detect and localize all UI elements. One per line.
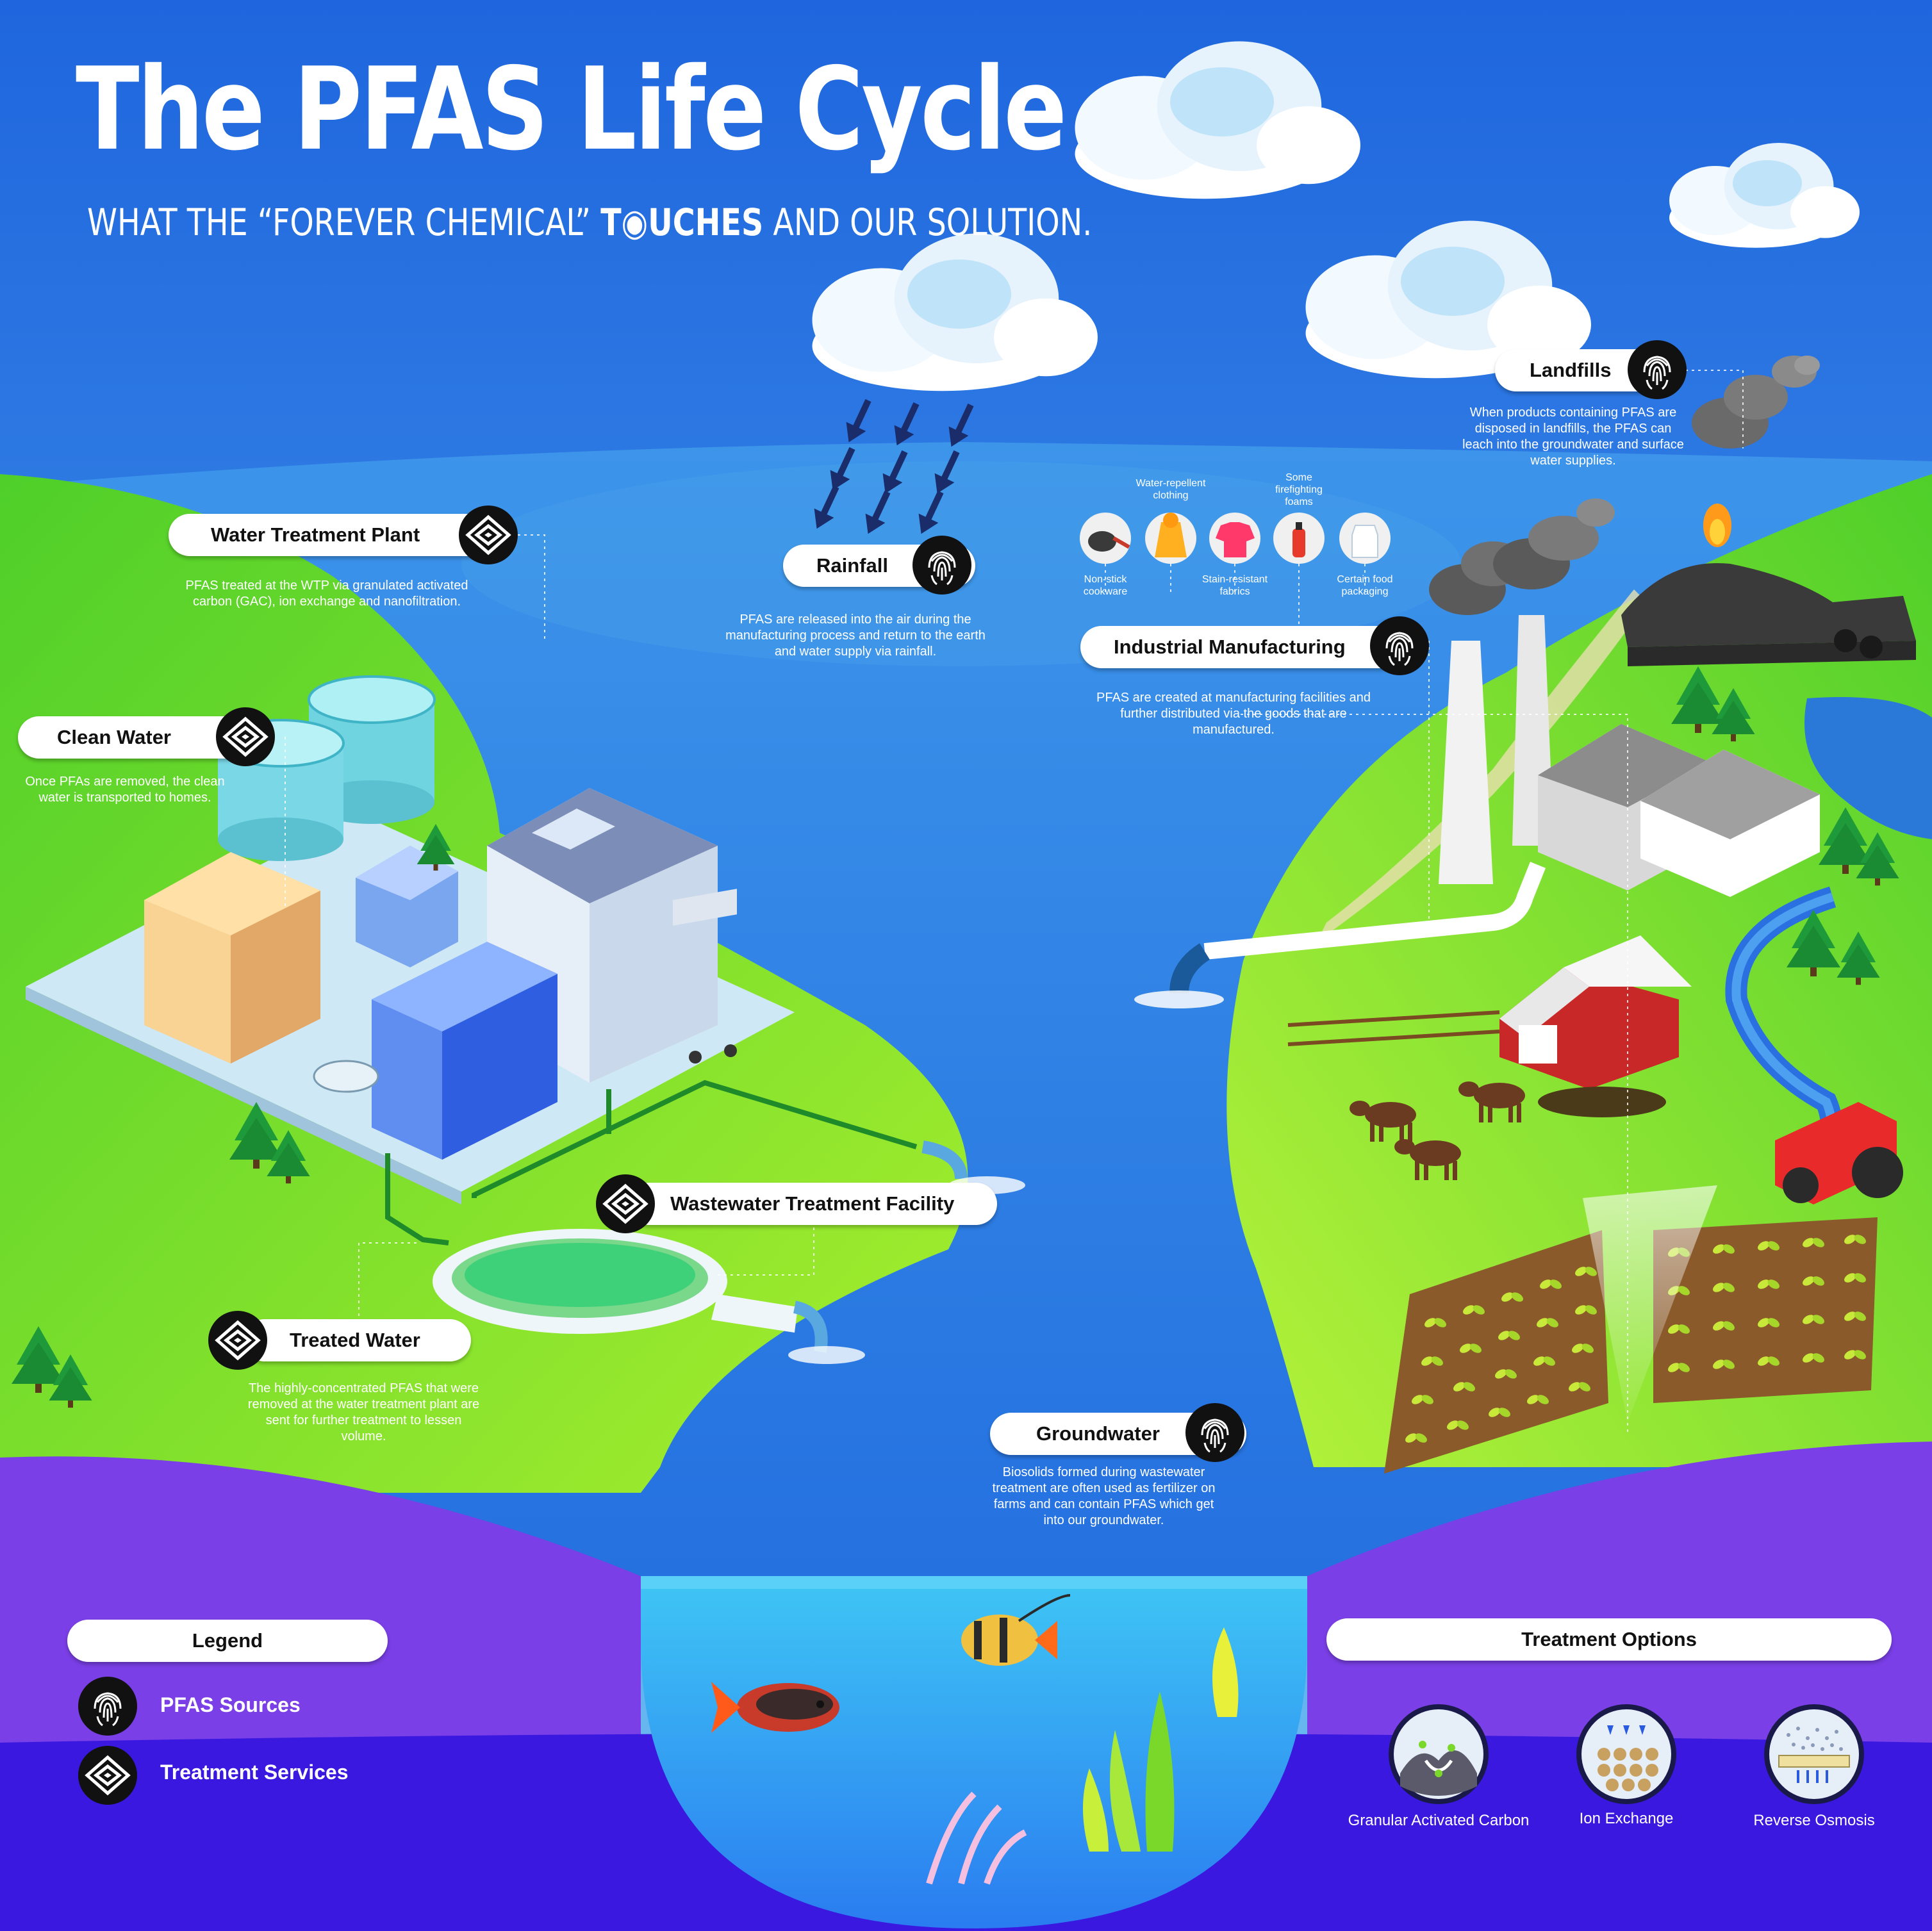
legend-item-treatment-services: Treatment Services <box>160 1761 349 1784</box>
stage-label-text: Water Treatment Plant <box>211 523 420 546</box>
fingerprint-icon <box>1370 616 1429 675</box>
ion-exchange-icon <box>1576 1704 1676 1804</box>
connector-lines <box>285 370 1744 1432</box>
pipes <box>385 1080 918 1245</box>
product-non-stick-cookware: Non-stick cookware <box>1083 574 1128 597</box>
stage-label-treated-water: Treated Water <box>244 1319 471 1361</box>
legend-item-pfas-sources: PFAS Sources <box>160 1693 301 1716</box>
stage-desc-groundwater: Biosolids formed during wastewater treat… <box>992 1465 1216 1527</box>
tractor-illustration <box>1775 1102 1903 1204</box>
stage-label-clean-water: Clean Water <box>18 716 249 759</box>
stage-desc-landfills: When products containing PFAS are dispos… <box>1462 406 1684 468</box>
stage-label-text: Groundwater <box>1036 1422 1160 1445</box>
fingerprint-icon <box>78 1677 137 1736</box>
stage-label-text: Landfills <box>1530 359 1612 381</box>
stage-label-text: Industrial Manufacturing <box>1114 636 1346 658</box>
water-treatment-plant-illustration <box>12 675 795 1408</box>
treatment-services-icon <box>596 1174 655 1233</box>
subtitle-part1: WHAT THE “FOREVER CHEMICAL” <box>87 201 601 244</box>
wastewater-pond <box>433 1229 865 1364</box>
subtitle-part2: AND OUR SOLUTION. <box>763 201 1093 244</box>
factory-illustration <box>1134 498 1820 1008</box>
stage-desc-treated-water: The highly-concentrated PFAS that were r… <box>247 1381 480 1443</box>
treatment-option-granular-activated-carbon: Granular Activated Carbon <box>1348 1812 1530 1829</box>
landfill-illustration <box>1621 356 1916 666</box>
treatment-options-title: Treatment Options <box>1326 1618 1892 1661</box>
product-food-packaging: Certain food packaging <box>1337 574 1393 597</box>
fingerprint-icon <box>912 536 971 595</box>
page-title: The PFAS Life Cycle <box>76 43 1067 176</box>
treatment-options-title-text: Treatment Options <box>1521 1628 1697 1650</box>
stage-label-wastewater-treatment-facility: Wastewater Treatment Facility <box>628 1183 997 1225</box>
stage-desc-rainfall: PFAS are released into the air during th… <box>725 612 986 659</box>
stage-label-text: Clean Water <box>56 726 171 748</box>
fingerprint-icon <box>1628 340 1687 399</box>
fish-and-coral <box>711 1594 1239 1885</box>
stage-desc-industrial-manufacturing: PFAS are created at manufacturing facili… <box>1096 691 1371 737</box>
stage-label-water-treatment-plant: Water Treatment Plant <box>169 514 502 556</box>
granular-activated-carbon-icon <box>1389 1704 1489 1804</box>
farm-field <box>1384 1185 1878 1474</box>
treatment-option-ion-exchange: Ion Exchange <box>1579 1810 1674 1827</box>
stage-desc-water-treatment-plant: PFAS treated at the WTP via granulated a… <box>185 579 468 609</box>
stage-desc-clean-water: Once PFAs are removed, the clean water i… <box>25 775 225 805</box>
product-stain-resistant-fabrics: Stain-resistant fabrics <box>1201 574 1268 597</box>
product-firefighting-foams: Some firefighting foams <box>1275 472 1323 507</box>
treatment-services-icon <box>459 505 518 564</box>
subtitle-highlight: T◉UCHES <box>600 201 764 244</box>
rain-arrows <box>814 399 974 534</box>
treatment-option-reverse-osmosis: Reverse Osmosis <box>1753 1812 1875 1829</box>
stage-label-text: Wastewater Treatment Facility <box>670 1192 955 1215</box>
stage-label-text: Rainfall <box>816 554 888 577</box>
barn-illustration <box>1499 935 1692 1089</box>
page-subtitle: WHAT THE “FOREVER CHEMICAL” T◉UCHES AND … <box>87 204 1092 241</box>
fingerprint-icon <box>1185 1403 1244 1462</box>
legend-title: Legend <box>67 1620 388 1662</box>
treatment-services-icon <box>216 707 275 766</box>
legend-title-text: Legend <box>192 1629 263 1652</box>
product-water-repellent-clothing: Water-repellent clothing <box>1135 478 1206 501</box>
stage-label-text: Treated Water <box>290 1329 420 1351</box>
product-icons <box>1080 513 1391 564</box>
treatment-services-icon <box>78 1746 137 1805</box>
treatment-services-icon <box>208 1311 267 1370</box>
stage-label-industrial-manufacturing: Industrial Manufacturing <box>1080 626 1401 668</box>
reverse-osmosis-icon <box>1764 1704 1864 1804</box>
underwater-bowl <box>641 1576 1307 1928</box>
